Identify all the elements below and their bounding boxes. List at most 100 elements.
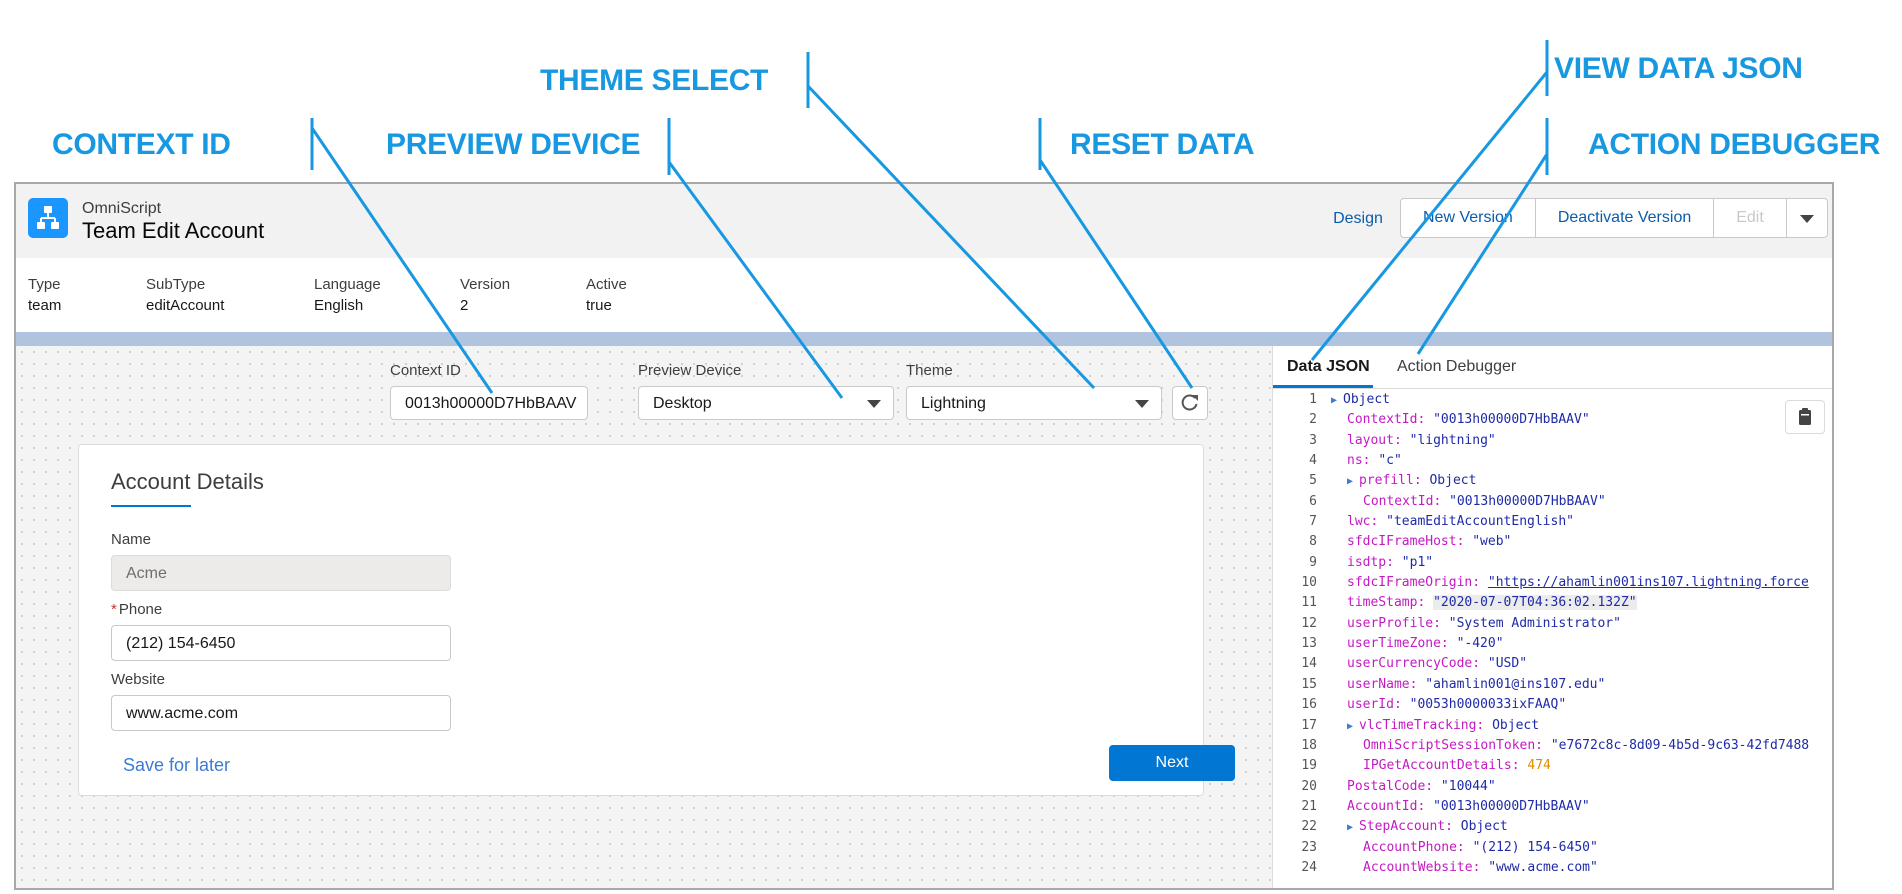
website-input[interactable]: www.acme.com [111,695,451,731]
json-line-content: OmniScriptSessionToken: "e7672c8c-8d09-4… [1363,736,1809,756]
preview-device-select[interactable]: Desktop [638,386,894,420]
json-line-content: AccountId: "0013h00000D7HbBAAV" [1347,797,1590,817]
json-line[interactable]: 17▶vlcTimeTracking: Object [1273,716,1832,736]
json-line[interactable]: 1▶Object [1273,390,1832,411]
json-line-content: AccountPhone: "(212) 154-6450" [1363,838,1598,858]
debug-tabs: Data JSON Action Debugger [1273,346,1832,389]
json-line-content: isdtp: "p1" [1347,553,1433,573]
line-number: 12 [1301,615,1317,631]
preview-canvas: Context ID 0013h00000D7HbBAAV Preview De… [16,346,1272,888]
line-number: 4 [1309,453,1317,469]
json-value: "lightning" [1409,432,1496,448]
json-value: "web" [1472,534,1512,550]
record-type-label: OmniScript [82,200,162,217]
json-value: "www.acme.com" [1488,859,1598,875]
deactivate-version-button[interactable]: Deactivate Version [1536,199,1715,237]
save-for-later-link[interactable]: Save for later [123,755,231,775]
json-value: "0013h00000D7HbBAAV" [1433,798,1590,814]
json-key: ns: [1347,453,1371,469]
edit-button[interactable]: Edit [1714,199,1787,237]
expand-triangle-icon[interactable]: ▶ [1331,395,1338,406]
json-key: ContextId: [1363,493,1442,509]
chevron-down-icon [1799,215,1814,223]
json-object-type: Object [1460,819,1508,835]
json-value: "System Administrator" [1448,615,1621,631]
meta-active: Active true [586,276,627,314]
reset-data-button[interactable] [1172,386,1208,420]
json-line-content: ▶Object [1331,390,1390,411]
callout-reset-data: RESET DATA [1070,128,1255,161]
json-line: 18 OmniScriptSessionToken: "e7672c8c-8d09… [1273,736,1832,756]
line-number: 19 [1301,758,1317,774]
json-line: 19 IPGetAccountDetails: 474 [1273,756,1832,776]
json-key: PostalCode: [1347,778,1434,794]
json-line-content: lwc: "teamEditAccountEnglish" [1347,512,1574,532]
theme-select[interactable]: Lightning [906,386,1162,420]
omniscript-designer-window: OmniScript Team Edit Account Design New … [14,182,1834,890]
copy-json-button[interactable] [1785,400,1825,434]
theme-label: Theme [906,362,953,379]
json-line[interactable]: 5▶prefill: Object [1273,471,1832,492]
phone-label-text: Phone [118,601,163,618]
line-number: 3 [1309,432,1317,448]
design-button[interactable]: Design [1333,210,1383,227]
json-key: lwc: [1347,514,1379,530]
line-number: 6 [1309,493,1317,509]
json-line-content: userProfile: "System Administrator" [1347,614,1621,634]
json-key: IPGetAccountDetails: [1363,758,1520,774]
expand-triangle-icon[interactable]: ▶ [1347,476,1354,488]
meta-label: Active [586,276,627,293]
meta-value: true [586,297,612,314]
context-id-input[interactable]: 0013h00000D7HbBAAV [390,386,588,420]
json-value: "ahamlin001@ins107.edu" [1425,676,1606,692]
json-line[interactable]: 22▶StepAccount: Object [1273,817,1832,838]
json-key: timeStamp: [1347,595,1426,611]
json-number-value: 474 [1527,758,1551,774]
preview-device-label: Preview Device [638,362,742,379]
json-value: "e7672c8c-8d09-4b5d-9c63-42fd7488 [1550,737,1810,753]
website-label: Website [111,671,165,688]
json-line-content: ContextId: "0013h00000D7HbBAAV" [1347,410,1590,430]
tab-data-json[interactable]: Data JSON [1287,358,1370,375]
meta-value: team [28,297,62,314]
line-number: 24 [1301,859,1317,875]
name-input[interactable]: Acme [111,555,451,591]
json-value: "2020-07-07T04:36:02.132Z" [1433,595,1637,611]
json-key: userCurrencyCode: [1347,656,1481,672]
expand-triangle-icon[interactable]: ▶ [1347,720,1354,732]
line-number: 10 [1301,575,1317,591]
meta-value: 2 [460,297,469,314]
new-version-button[interactable]: New Version [1401,199,1536,237]
step-title-underline [111,505,191,507]
expand-triangle-icon[interactable]: ▶ [1347,822,1354,834]
json-key: userProfile: [1347,615,1441,631]
tab-action-debugger[interactable]: Action Debugger [1397,358,1517,375]
callout-context-id: CONTEXT ID [52,128,231,161]
line-number: 2 [1309,412,1317,428]
meta-version: Version 2 [460,276,510,314]
json-line-content: timeStamp: "2020-07-07T04:36:02.132Z" [1347,593,1637,613]
json-value: "USD" [1487,656,1528,672]
json-key: AccountId: [1347,798,1426,814]
more-actions-button[interactable] [1787,199,1827,237]
json-key: AccountWebsite: [1363,859,1481,875]
json-value: "teamEditAccountEnglish" [1386,514,1574,530]
json-key: layout: [1347,432,1402,448]
json-line-content: AccountWebsite: "www.acme.com" [1363,858,1598,878]
json-key: userName: [1347,676,1418,692]
meta-label: Version [460,276,511,293]
line-number: 18 [1301,737,1317,753]
next-button[interactable]: Next [1109,745,1235,781]
json-link-value[interactable]: "https://ahamlin001ins107.lightning.forc… [1487,575,1809,591]
json-line-content: ▶StepAccount: Object [1347,817,1508,838]
json-line: 2 ContextId: "0013h00000D7HbBAAV" [1273,410,1832,430]
json-key: userTimeZone: [1347,636,1449,652]
json-line-content: ▶prefill: Object [1347,471,1476,492]
json-key: sfdcIFrameHost: [1347,534,1465,550]
phone-input[interactable]: (212) 154-6450 [111,625,451,661]
